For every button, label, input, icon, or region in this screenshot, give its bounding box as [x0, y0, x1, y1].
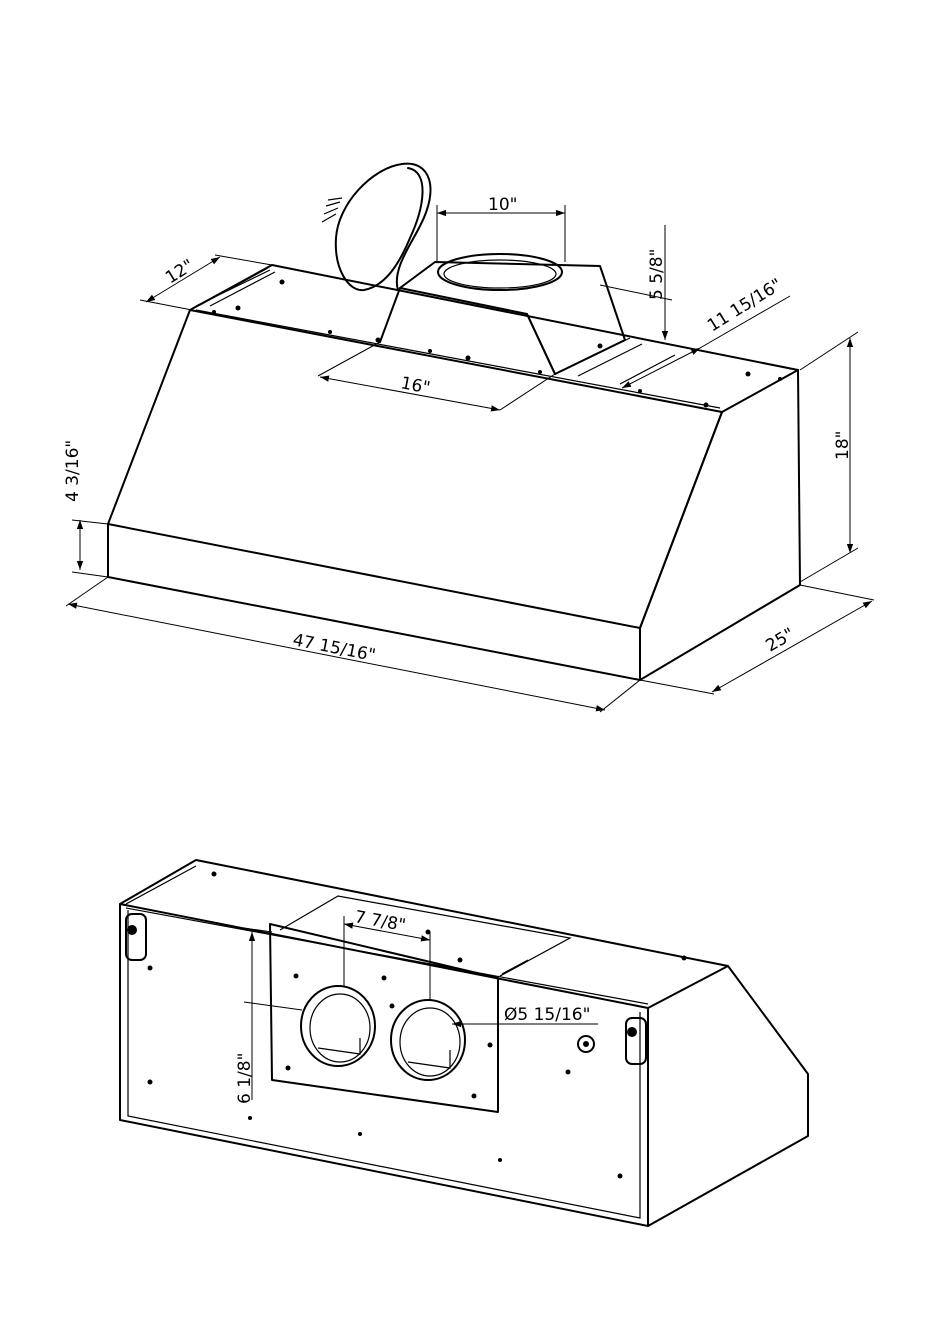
right-hanger-bracket — [626, 1018, 646, 1064]
dim-rear-outlet-spacing: 7 7/8" — [353, 907, 407, 936]
rear-back-face — [120, 904, 648, 1226]
hood-front-view — [108, 164, 800, 680]
rear-right-side — [648, 966, 808, 1226]
dim-front-height: 4 3/16" — [63, 440, 83, 502]
dim-total-depth: 25" — [763, 624, 799, 656]
hood-top-plate — [190, 265, 798, 412]
rear-mounting-plate — [270, 924, 498, 1112]
dim-total-height: 18" — [833, 431, 853, 460]
hood-sloped-front — [108, 310, 722, 628]
dim-top-depth: 12" — [162, 256, 198, 289]
hood-rear-view — [120, 860, 808, 1226]
dim-collar-offset: 16" — [399, 373, 432, 398]
hood-rivets — [212, 280, 782, 408]
dim-collar-height: 5 5/8" — [647, 249, 667, 300]
left-hanger-bracket — [126, 914, 146, 960]
rear-rivets — [148, 872, 687, 1179]
rear-outlet-right — [391, 1000, 465, 1080]
dim-total-width: 47 15/16" — [291, 630, 377, 666]
dim-duct-diameter: 10" — [488, 195, 517, 215]
power-cord — [336, 164, 431, 290]
rear-outlet-left — [301, 986, 375, 1066]
dim-rear-outlet-diameter: Ø5 15/16" — [504, 1005, 590, 1025]
top-view-dimensions: 10" 5 5/8" 12" 11 15/16" 16" 4 3/16" 18" — [63, 195, 874, 712]
dim-rear-outlet-height: 6 1/8" — [235, 1053, 255, 1104]
rear-top-plate — [120, 860, 728, 1008]
